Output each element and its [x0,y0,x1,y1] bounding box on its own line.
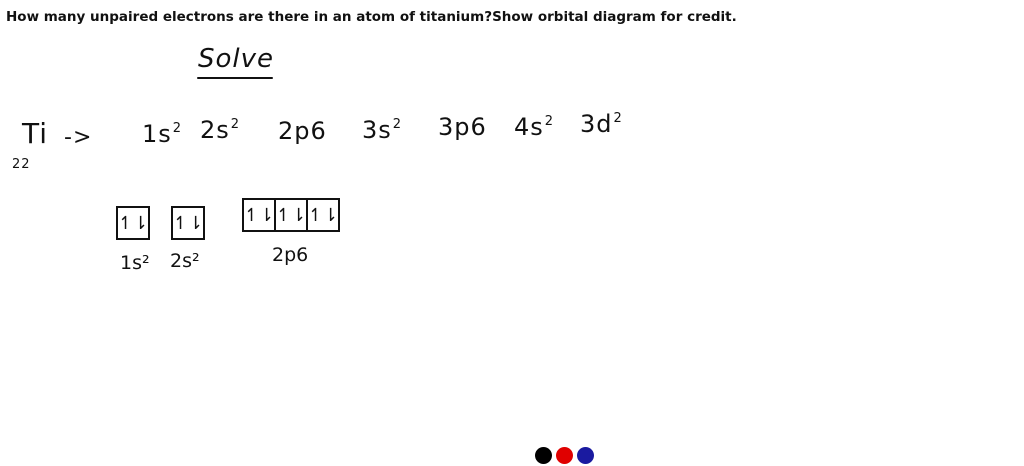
config-3s: 3s2 [362,116,403,144]
orbital-box-2p: ↿⇂ ↿⇂ ↿⇂ [242,198,340,232]
orbital-box: ↿⇂ [172,212,204,234]
config-1s: 1s2 [142,120,183,148]
orbital-box-2s: ↿⇂ [171,206,205,240]
pen-color-palette [535,447,594,464]
config-2p: 2p6 [278,117,327,145]
orbital-box: ↿⇂ [274,200,306,230]
solve-heading: Solve [198,44,275,74]
pen-color-red[interactable] [556,447,573,464]
orbital-box: ↿⇂ [306,200,338,230]
config-2s: 2s2 [200,116,241,144]
pen-color-blue[interactable] [577,447,594,464]
arrow: -> [64,125,93,150]
orbital-box: ↿⇂ [117,212,149,234]
pen-color-black[interactable] [535,447,552,464]
config-3d: 3d2 [580,110,623,138]
config-4s: 4s2 [514,113,555,141]
atomic-number: 22 [12,157,31,172]
element-symbol: Ti [22,117,49,150]
solve-underline [197,77,273,79]
orbital-box: ↿⇂ [243,204,275,226]
orbital-label-2s: 2s² [170,250,200,272]
question-text: How many unpaired electrons are there in… [6,9,737,25]
orbital-label-2p: 2p6 [272,244,309,266]
config-3p: 3p6 [438,113,487,141]
orbital-label-1s: 1s² [120,252,150,274]
orbital-box-1s: ↿⇂ [116,206,150,240]
